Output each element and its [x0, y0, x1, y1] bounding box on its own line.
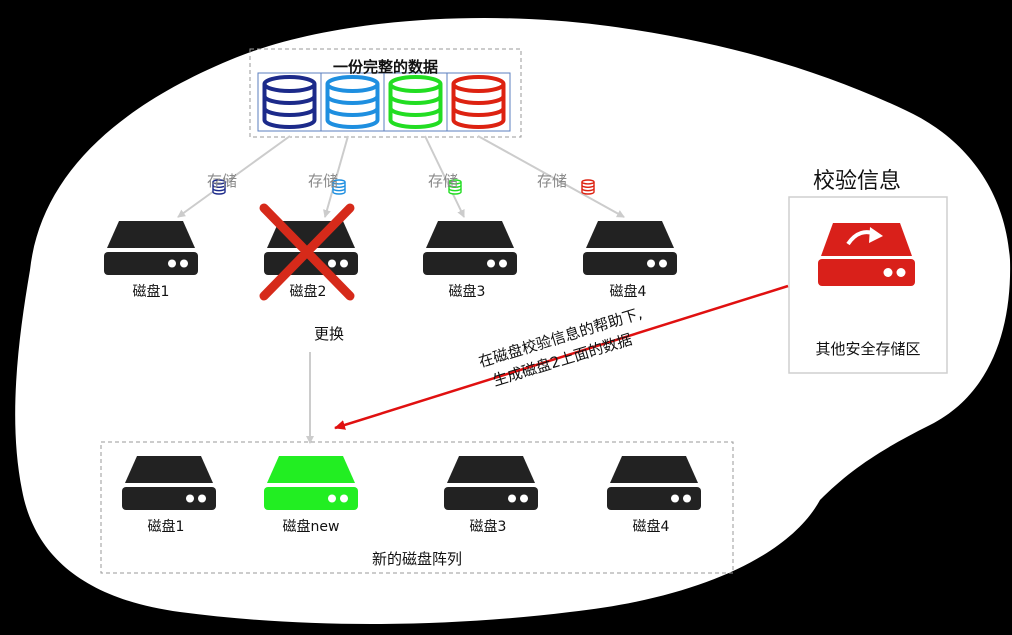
database-icon [325, 75, 380, 129]
store-label-3: 存储 [428, 172, 459, 190]
disk-icon [104, 221, 198, 275]
database-small-icon [448, 179, 462, 195]
store-line-4 [477, 135, 625, 218]
new-array-box [100, 441, 734, 574]
store-line-1 [177, 135, 291, 218]
disk-label: 磁盘2 [289, 284, 327, 300]
store-line-2 [323, 135, 349, 218]
disk-label: 磁盘3 [448, 284, 486, 300]
disk-label: 磁盘1 [132, 284, 170, 300]
disk-label: 磁盘3 [469, 519, 507, 535]
new-disk-icon [264, 456, 358, 510]
disk-icon [583, 221, 677, 275]
disk-label: 磁盘1 [147, 519, 185, 535]
parity-title: 校验信息 [813, 169, 902, 194]
rebuild-arrow [334, 284, 789, 430]
disk-icon [423, 221, 517, 275]
fail-cross-icon [259, 203, 355, 301]
background-blob [15, 18, 1011, 625]
store-label-2: 存储 [308, 172, 339, 190]
disk-label: 磁盘new [282, 519, 340, 535]
data-box [249, 48, 522, 138]
data-box-title: 一份完整的数据 [332, 58, 438, 76]
database-small-icon [332, 179, 346, 195]
database-small-icon [212, 179, 226, 195]
disk-icon [607, 456, 701, 510]
parity-area-label: 其他安全存储区 [815, 340, 921, 358]
disk-icon [122, 456, 216, 510]
database-icon [262, 75, 317, 129]
disk-icon [444, 456, 538, 510]
store-line-3 [424, 135, 465, 218]
disk-label: 磁盘4 [632, 519, 670, 535]
parity-disk-icon [818, 223, 915, 286]
database-icon [388, 75, 443, 129]
replace-label: 更换 [314, 325, 345, 343]
store-label-1: 存储 [207, 172, 238, 190]
database-icon [451, 75, 506, 129]
database-small-icon [581, 179, 595, 195]
disk-label: 磁盘4 [609, 284, 647, 300]
new-array-label: 新的磁盘阵列 [371, 550, 462, 568]
store-label-4: 存储 [537, 172, 568, 190]
